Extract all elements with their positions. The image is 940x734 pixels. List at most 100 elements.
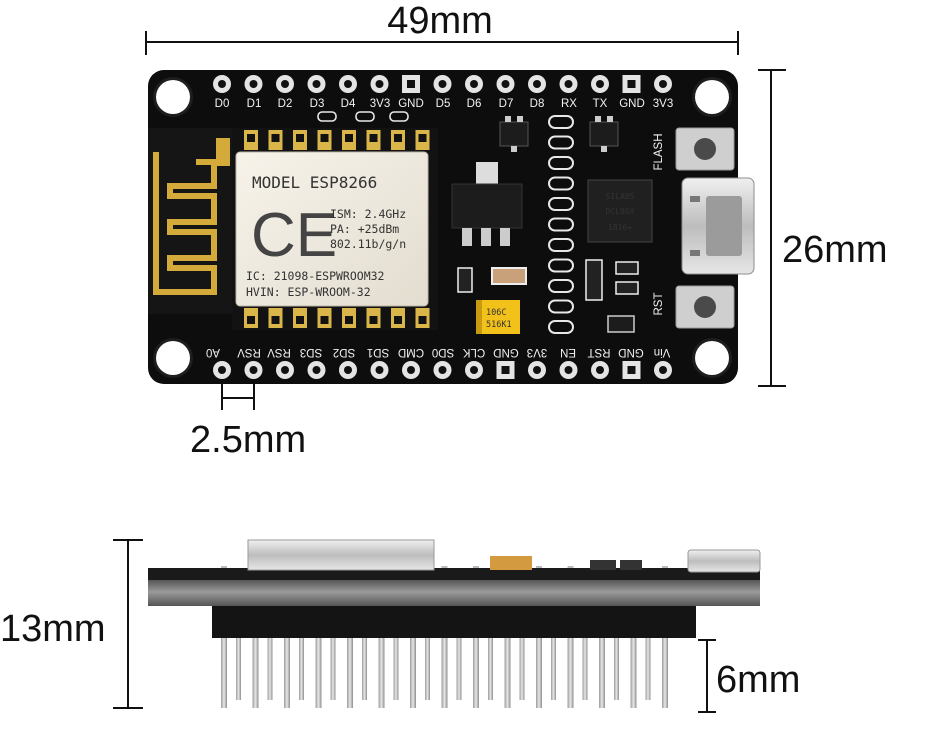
usb-chip-line1: SILABS: [606, 192, 635, 201]
header-pin: [393, 636, 399, 700]
smd-pad: [548, 156, 574, 170]
header-pin: [425, 636, 430, 700]
bottom-pin-label: SD3: [300, 346, 322, 358]
header-pad-hole: [312, 80, 321, 88]
tantalum-line2: 516K1: [486, 320, 512, 330]
header-pin: [662, 636, 668, 708]
header-pin: [551, 636, 556, 700]
header-pin: [473, 636, 479, 708]
module-ic: IC: 21098-ESPWROOM32: [246, 269, 384, 283]
module-pad-hole: [394, 134, 402, 142]
transistor: [499, 116, 529, 152]
module-pad-hole: [296, 134, 304, 142]
bottom-header-pads: [213, 361, 672, 379]
voltage-regulator: [451, 162, 523, 246]
top-pin-label: 3V3: [370, 98, 390, 110]
pcb-top-view: D0 D1 D2 D3 D4 3V3 GND D5 D6 D7 D8 RX TX…: [148, 70, 755, 384]
header-pin: [630, 636, 637, 708]
header-pin: [567, 636, 574, 708]
module-pad-hole: [247, 134, 255, 142]
module-pad-hole: [296, 316, 304, 324]
flash-button-label: FLASH: [653, 133, 665, 170]
header-plastic-strip: [212, 606, 696, 638]
module-pad-hole: [271, 134, 280, 142]
top-pin-label: D1: [247, 98, 262, 110]
header-pin: [456, 636, 462, 700]
thickness-label: 13mm: [0, 608, 106, 650]
top-pin-label: RX: [561, 98, 577, 110]
bottom-pin-label: EN: [560, 346, 576, 358]
header-pin: [284, 636, 290, 708]
header-pad-hole: [249, 366, 258, 374]
header-pad-hole: [375, 366, 384, 374]
ce-mark: CE: [251, 201, 337, 270]
bottom-pin-label: RST: [588, 346, 611, 358]
header-pad-hole: [470, 80, 478, 88]
module-pad-hole: [369, 134, 378, 142]
top-pin-label: D5: [436, 98, 451, 110]
header-pad-hole: [438, 366, 447, 374]
side-view: [148, 539, 761, 708]
header-pad-hole: [470, 366, 478, 374]
smd-pad: [548, 238, 574, 252]
header-pad-hole: [218, 80, 226, 88]
bottom-pin-label: CMD: [398, 346, 424, 358]
module-pad-hole: [418, 316, 427, 324]
header-pad-hole: [533, 80, 541, 88]
top-pin-label: TX: [593, 98, 608, 110]
header-pin: [330, 636, 336, 700]
module-ism: ISM: 2.4GHz: [330, 207, 406, 221]
module-pad-hole: [394, 316, 402, 324]
header-pin: [519, 636, 525, 700]
transistor: [589, 116, 619, 152]
top-pin-label: 3V3: [653, 98, 673, 110]
usb-chip-line3: 1816+: [608, 223, 632, 232]
module-shield-side: [247, 539, 435, 571]
header-pin: [221, 636, 227, 708]
rst-button-label: RST: [653, 293, 665, 316]
header-pad-hole: [627, 366, 636, 374]
module-castellated-pads: [244, 308, 430, 328]
header-pin: [614, 636, 619, 700]
header-pin: [299, 636, 304, 700]
pcb-edge: [148, 578, 760, 606]
header-pad-hole: [627, 80, 636, 88]
header-pin: [582, 636, 588, 700]
top-pin-label: GND: [398, 98, 424, 110]
top-pin-label: D4: [341, 98, 356, 110]
top-pin-label: D0: [215, 98, 230, 110]
module-pad-hole: [345, 134, 353, 142]
bottom-pin-label: 3V3: [527, 346, 547, 358]
module-hvin: HVIN: ESP-WROOM-32: [246, 285, 371, 299]
smd-pad: [548, 135, 574, 150]
header-pad-hole: [375, 80, 384, 88]
header-pad-hole: [501, 366, 510, 374]
module-castellated-pads: [244, 130, 430, 150]
bottom-pin-label: RSV: [267, 346, 291, 358]
bottom-pin-label: Vin: [654, 346, 670, 358]
header-pin: [410, 636, 416, 708]
top-pin-label: D3: [310, 98, 325, 110]
header-pin: [599, 636, 605, 708]
height-label: 26mm: [782, 229, 888, 271]
module-pad-hole: [271, 316, 280, 324]
smd-components: [457, 259, 639, 333]
top-pin-label: D7: [499, 98, 514, 110]
top-pin-label: D8: [530, 98, 545, 110]
module-model: MODEL ESP8266: [252, 173, 377, 192]
bottom-pin-label: SD2: [333, 346, 355, 358]
header-pin: [362, 636, 367, 700]
module-pad-hole: [320, 134, 329, 142]
flash-button: FLASH: [653, 127, 735, 171]
header-pin: [378, 636, 385, 708]
width-dimension: 49mm: [145, 0, 739, 55]
top-pin-labels: D0 D1 D2 D3 D4 3V3 GND D5 D6 D7 D8 RX TX…: [215, 98, 674, 110]
top-pin-label: GND: [619, 98, 645, 110]
tantalum-side: [490, 556, 532, 570]
header-pad-hole: [659, 80, 667, 88]
smd-pad: [548, 115, 574, 129]
module-standard: 802.11b/g/n: [330, 237, 406, 251]
smd-pad: [548, 197, 574, 211]
header-pin: [315, 636, 322, 708]
